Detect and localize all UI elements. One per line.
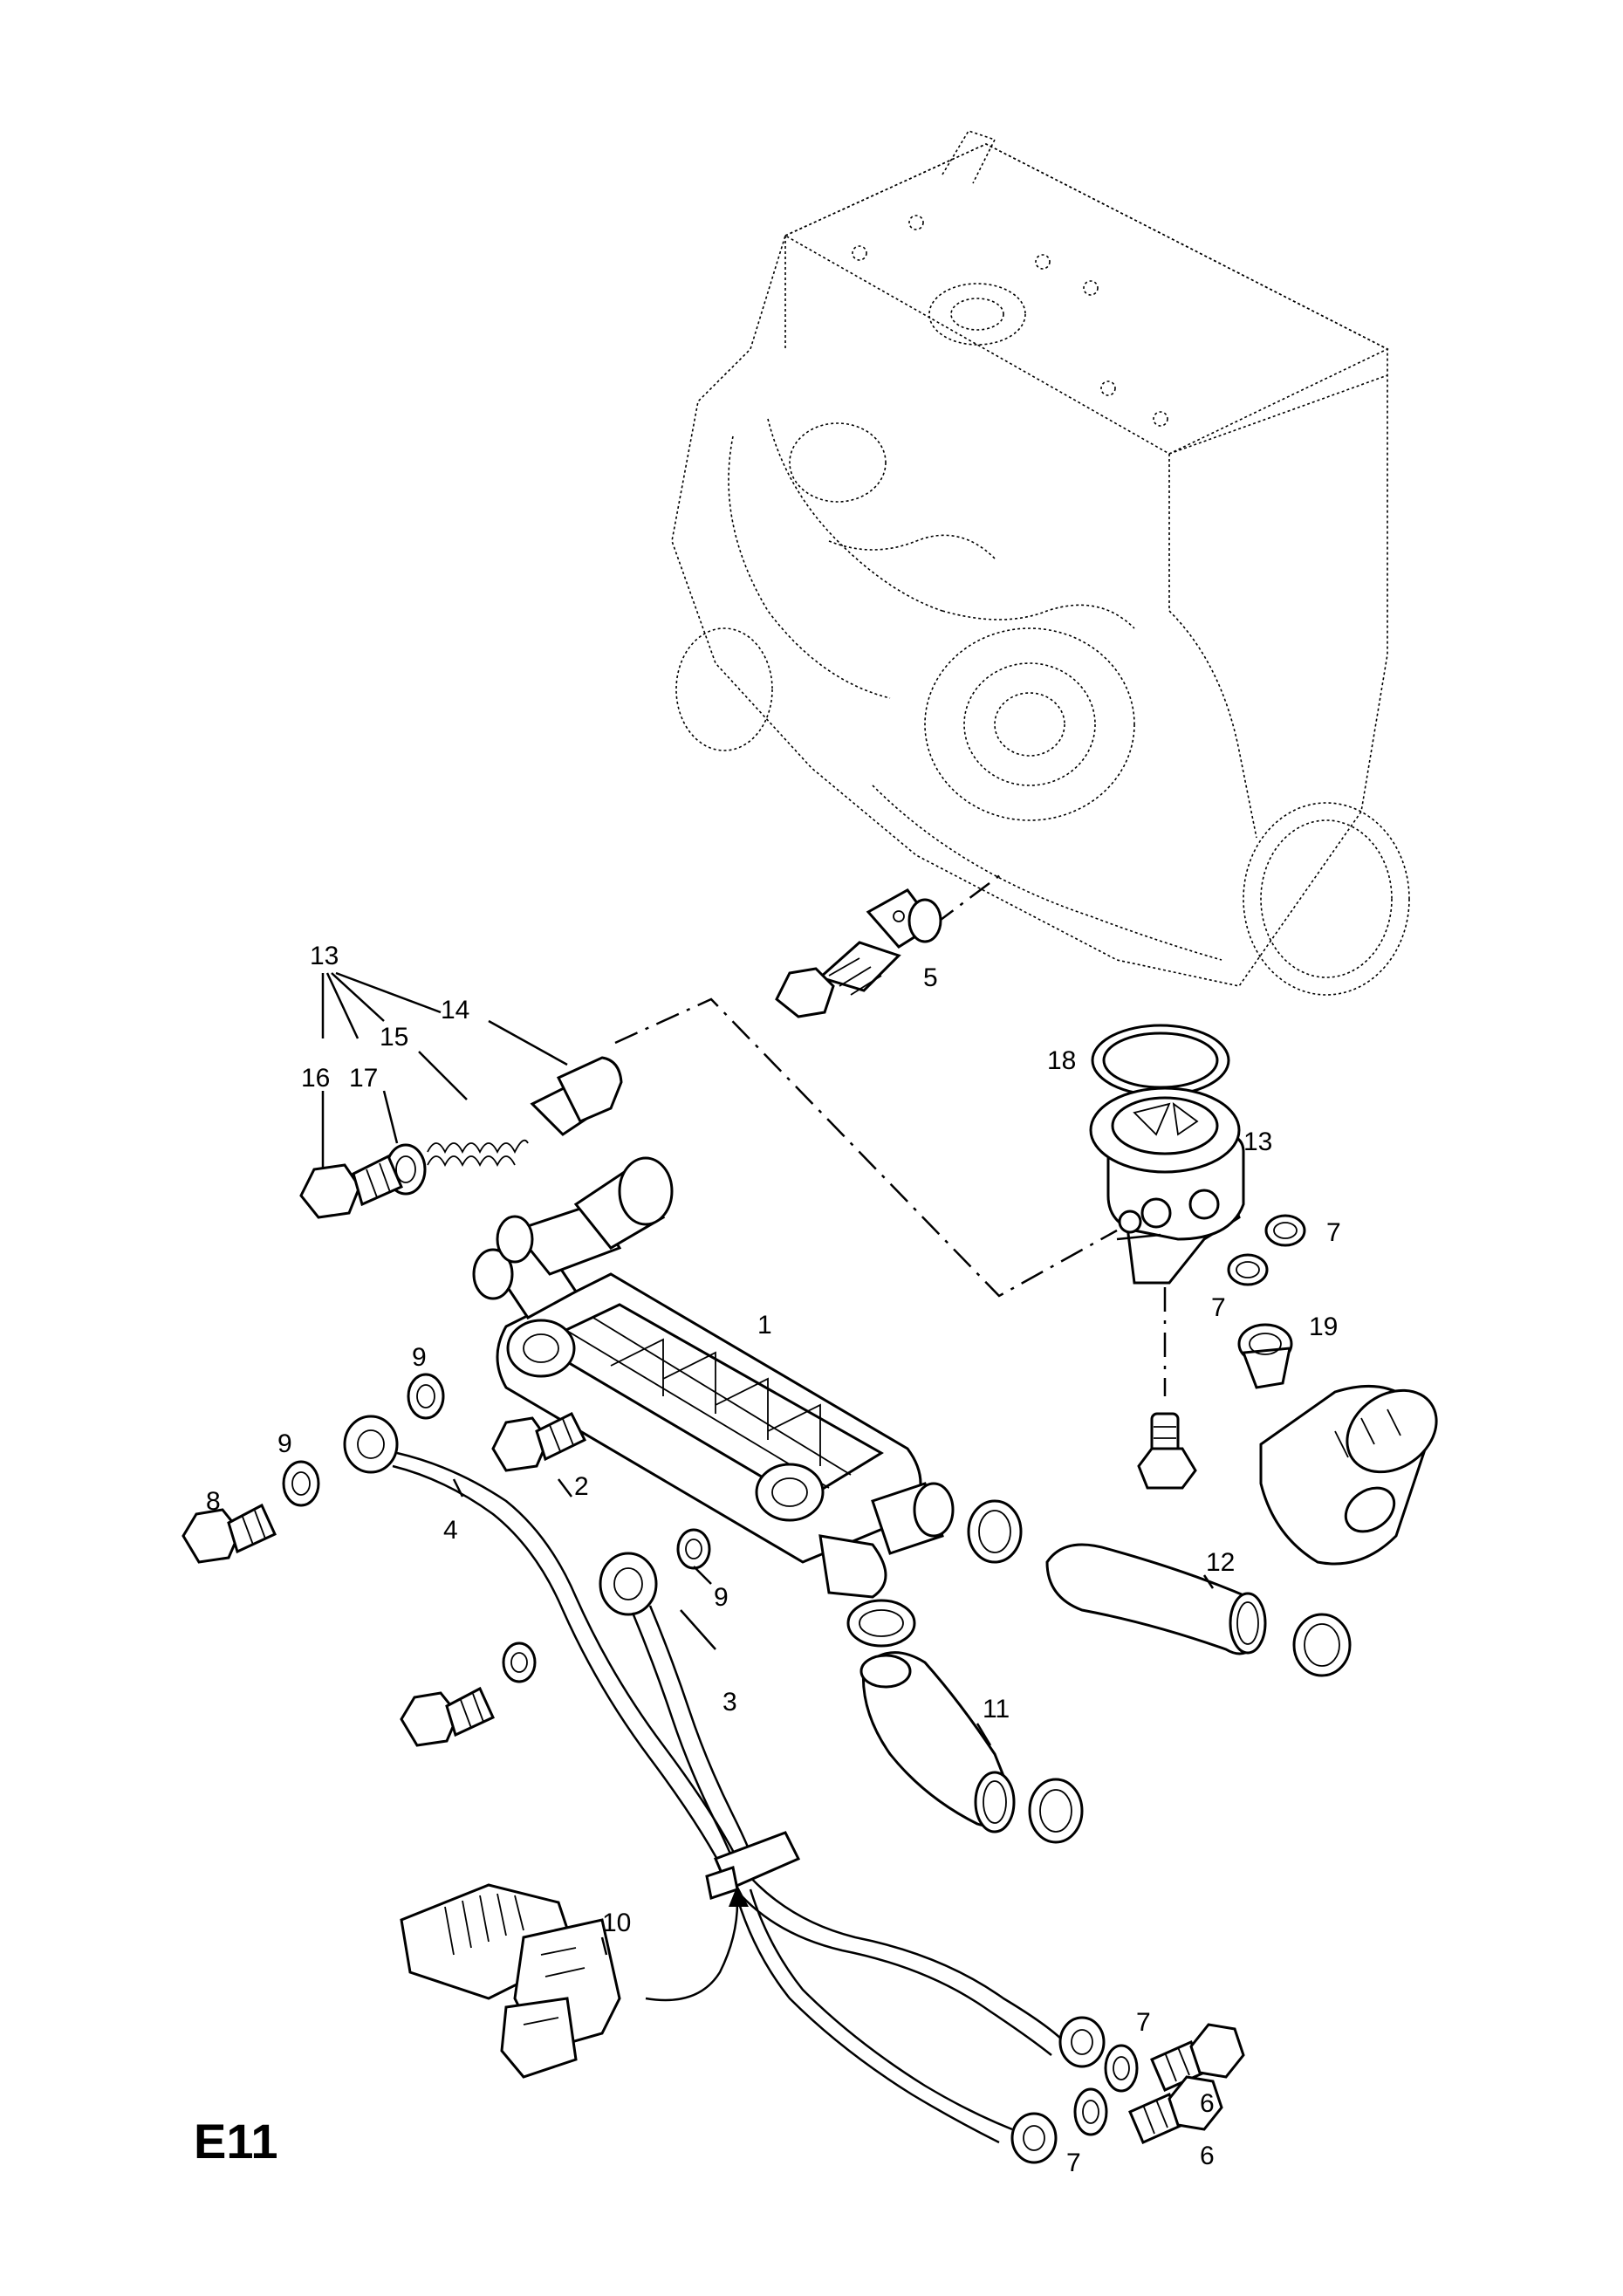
leader-13 [335,971,442,1014]
part-7-o-ring-upper[interactable] [1264,1214,1306,1247]
part-7-washer-bottom-upper[interactable] [1104,2044,1139,2093]
oil-filter[interactable] [1259,1374,1452,1566]
callout-13-top: 13 [310,942,339,970]
callout-2: 2 [574,1472,589,1501]
assembly-line-5 [933,872,1004,926]
callout-8: 8 [206,1487,221,1516]
hose-clamp-12-left[interactable] [967,1499,1023,1564]
part-6-bolt-lower[interactable] [1128,2075,1223,2144]
part-1-oil-cooler[interactable] [472,1156,955,1599]
callout-10: 10 [602,1909,631,1937]
engine-block [671,130,1410,996]
callout-9-upper: 9 [412,1343,427,1372]
part-18-o-ring[interactable] [1091,1024,1230,1097]
callout-1: 1 [757,1311,772,1340]
callout-15: 15 [380,1023,408,1052]
callout-16: 16 [301,1064,330,1093]
callout-14: 14 [441,996,469,1025]
pipe-end-eye-lower[interactable] [1010,2112,1058,2164]
callout-19: 19 [1309,1312,1338,1341]
callout-5: 5 [923,963,938,992]
callout-4: 4 [443,1516,458,1545]
callout-6-lower: 6 [1200,2142,1215,2170]
part-19-nipple[interactable] [1237,1323,1293,1389]
callout-7-housing-upper: 7 [1326,1218,1341,1247]
banjo-bolt-lower[interactable] [400,1686,495,1747]
callout-11: 11 [983,1695,1010,1724]
bracket-arrow [645,1902,739,2002]
pipe-clip[interactable] [705,1831,801,1900]
part-9-washer-upper[interactable] [407,1373,445,1420]
part-5-bolt[interactable] [775,941,901,1018]
part-13-filter-housing[interactable] [1089,1086,1245,1285]
hose-clamp-11-lower[interactable] [1028,1778,1084,1844]
part-16-plug-bolt[interactable] [299,1154,403,1219]
part-15-spring[interactable] [427,1139,529,1168]
callout-9-middle: 9 [714,1583,729,1612]
callout-13-housing: 13 [1243,1127,1272,1156]
part-7-washer-bottom-lower[interactable] [1073,2087,1108,2136]
callout-7-housing-lower: 7 [1211,1293,1226,1322]
pipe-end-eye-upper[interactable] [1058,2016,1106,2068]
part-9-washer-left[interactable] [282,1460,320,1507]
callout-17: 17 [349,1064,378,1093]
part-7-o-ring-lower[interactable] [1227,1253,1269,1286]
part-3-oil-pipe[interactable] [599,1552,1013,2144]
leader-lines [452,1233,1215,1956]
part-11-hose[interactable] [859,1651,1016,1833]
callout-12: 12 [1206,1548,1235,1577]
part-hollow-bolt[interactable] [1137,1412,1197,1490]
callout-18: 18 [1047,1046,1076,1075]
callout-7-bottom-upper: 7 [1136,2008,1151,2037]
page-code: E11 [194,2114,278,2169]
part-12-hose[interactable] [1045,1543,1267,1655]
part-10-bracket[interactable] [400,1883,621,2079]
part-9-washer-middle[interactable] [676,1528,711,1570]
part-8-banjo-bolt[interactable] [181,1503,277,1564]
part-14-valve-plunger[interactable] [530,1056,623,1136]
part-2-bolt[interactable] [491,1411,587,1472]
callout-3: 3 [722,1688,737,1717]
callout-7-bottom-lower: 7 [1066,2149,1081,2177]
assembly-line-main [614,997,1118,1298]
hose-clamp-11-upper[interactable] [846,1599,916,1648]
part-5-clamp[interactable] [866,888,942,949]
part-4-oil-pipe[interactable] [343,1415,1065,2056]
bracket-arrow-head [729,1885,749,1907]
hose-clamp-12-right[interactable] [1292,1613,1352,1677]
callout-6-upper: 6 [1200,2089,1215,2118]
callout-9-left: 9 [277,1429,292,1458]
washer-lower[interactable] [502,1641,537,1683]
